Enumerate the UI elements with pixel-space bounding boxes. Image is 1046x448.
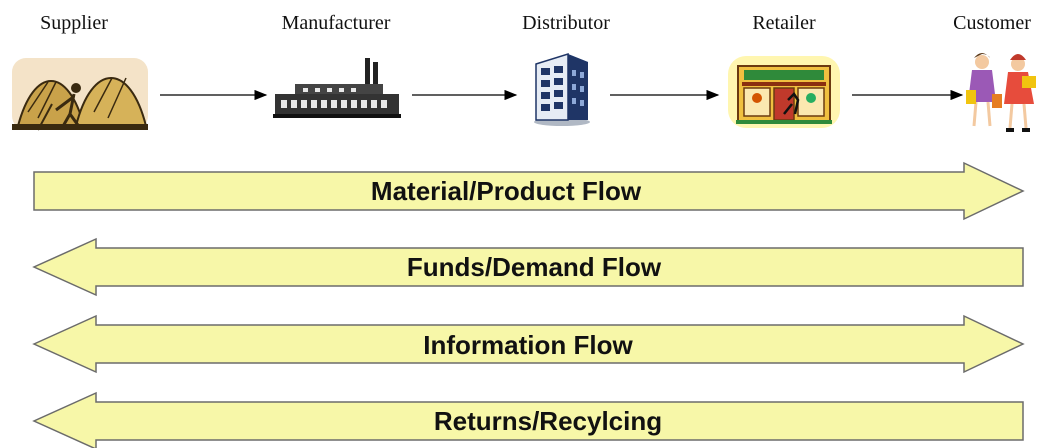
funds-demand-flow-label: Funds/Demand Flow (407, 252, 662, 282)
funds-demand-flow-arrow: Funds/Demand Flow (32, 237, 1024, 297)
material-product-flow-arrow: Material/Product Flow (33, 161, 1025, 221)
farmer-haystack-icon (12, 58, 148, 131)
storefront-icon (728, 56, 840, 128)
stage-label-retailer: Retailer (752, 12, 816, 34)
stage-connectors (160, 89, 964, 101)
stage-label-supplier: Supplier (40, 12, 108, 34)
office-building-icon (534, 52, 590, 126)
stage-label-customer: Customer (953, 12, 1031, 34)
stage-label-distributor: Distributor (522, 12, 610, 34)
returns-recycling-flow-label: Returns/Recylcing (434, 406, 662, 436)
information-flow-label: Information Flow (423, 330, 633, 360)
stage-label-manufacturer: Manufacturer (281, 12, 391, 34)
factory-icon (273, 58, 401, 118)
material-product-flow-label: Material/Product Flow (371, 176, 642, 206)
returns-recycling-flow-arrow: Returns/Recylcing (32, 391, 1024, 448)
information-flow-arrow: Information Flow (32, 314, 1025, 374)
shoppers-icon (966, 53, 1036, 132)
